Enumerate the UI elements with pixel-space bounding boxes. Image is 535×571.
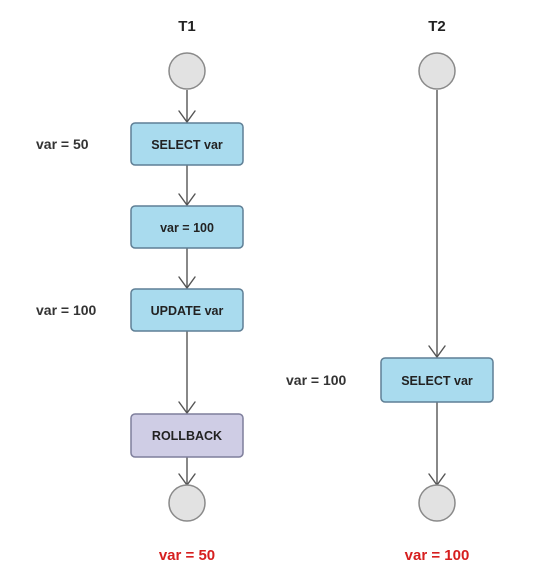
t1-step-rollback-label: ROLLBACK xyxy=(152,429,222,443)
t1-step-select-box xyxy=(130,122,244,166)
t1-step-select-label: SELECT var xyxy=(151,138,223,152)
t1-title: T1 xyxy=(178,18,196,35)
t1-step-assign: var = 100 xyxy=(130,205,244,249)
t1-step-assign-label: var = 100 xyxy=(160,221,214,235)
t2-step-select: SELECT var xyxy=(380,357,494,403)
t2-edges xyxy=(428,90,446,487)
t1-step-rollback: ROLLBACK xyxy=(130,413,244,458)
t1-start-node xyxy=(168,52,206,90)
t2-step-select-label: SELECT var xyxy=(401,374,473,388)
t1-select-side-label: var = 50 xyxy=(36,136,89,152)
t1-step-select: SELECT var xyxy=(130,122,244,166)
t2-title: T2 xyxy=(428,18,446,35)
t1-step-rollback-box xyxy=(130,413,244,458)
t2-step-select-box xyxy=(380,357,494,403)
t1-step-update-box xyxy=(130,288,244,332)
t1-end-node xyxy=(168,484,206,522)
t1-step-update: UPDATE var xyxy=(130,288,244,332)
t2-start-node xyxy=(418,52,456,90)
t1-step-update-label: UPDATE var xyxy=(151,304,224,318)
t2-select-side-label: var = 100 xyxy=(286,372,347,388)
t1-edges xyxy=(178,90,196,487)
t1-result: var = 50 xyxy=(159,547,215,564)
t1-update-side-label: var = 100 xyxy=(36,302,97,318)
t2-end-node xyxy=(418,484,456,522)
t1-step-assign-box xyxy=(130,205,244,249)
t2-result: var = 100 xyxy=(405,547,470,564)
